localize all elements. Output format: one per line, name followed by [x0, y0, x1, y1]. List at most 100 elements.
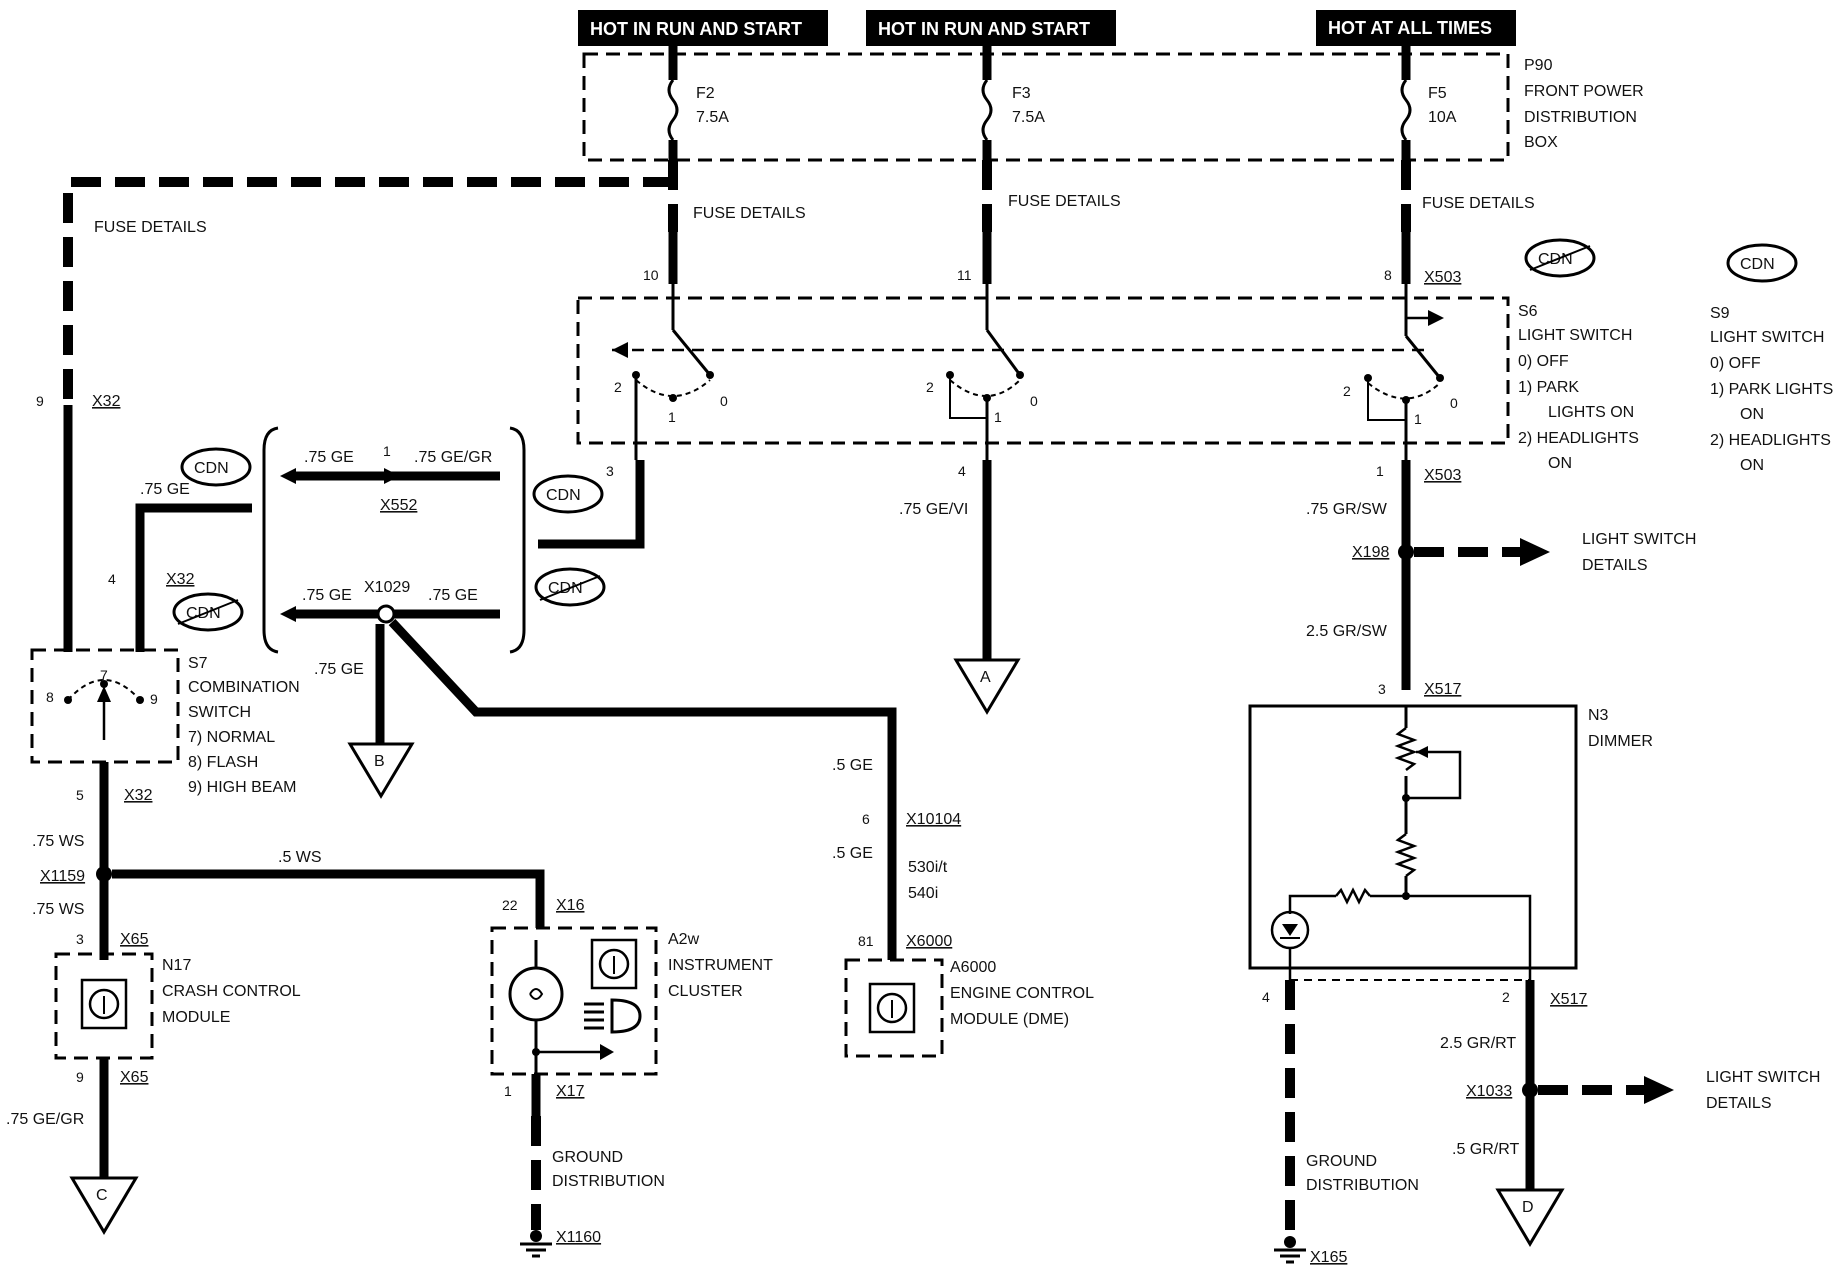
n17-conn-in: X65 [120, 931, 149, 948]
s6-title: LIGHT SWITCH [1518, 327, 1632, 344]
ground-left-line1: GROUND [552, 1149, 623, 1166]
s7-pin-9: 9 [36, 393, 44, 409]
a6000-wire-a: .5 GE [832, 757, 873, 774]
n3-pin-in: 3 [1378, 681, 1386, 697]
cdn-mark-left-2: CDN [172, 592, 244, 632]
ground-left-line2: DISTRIBUTION [552, 1173, 665, 1190]
n3-pin-gnd: 4 [1262, 989, 1270, 1005]
fuse-details-f2-label: FUSE DETAILS [693, 205, 806, 222]
n17-wire-out: .75 GE/GR [6, 1111, 84, 1128]
right-output-wire-a: 2.5 GR/RT [1440, 1035, 1516, 1052]
s6-opt0: 0) OFF [1518, 353, 1569, 370]
connector-b: B [347, 742, 415, 799]
fuse-details-f3-label: FUSE DETAILS [1008, 193, 1121, 210]
splice-x1033-label: X1033 [1466, 1083, 1512, 1100]
s6-opt2b: ON [1548, 455, 1572, 472]
s6-s2-pos0: 0 [1030, 393, 1038, 409]
x552-id: X552 [380, 497, 417, 514]
connector-d-label: D [1522, 1199, 1534, 1216]
s9-id: S9 [1710, 305, 1730, 322]
a2w-conn-in: X16 [556, 897, 585, 914]
a6000-pin-b: 81 [858, 933, 874, 949]
s6-connector-top: X503 [1424, 269, 1461, 286]
banner-f3-text: HOT IN RUN AND START [878, 19, 1090, 39]
wire-to-s7-pin4 [135, 503, 252, 572]
s6-s3-pos0: 0 [1450, 395, 1458, 411]
ground-right-id: X165 [1310, 1249, 1347, 1266]
n17-name-1: CRASH CONTROL [162, 983, 301, 1000]
fuse-details-left-label: FUSE DETAILS [94, 219, 207, 236]
connector-c: C [69, 1176, 139, 1235]
right-wire-b: 2.5 GR/SW [1306, 623, 1388, 640]
splice-x1159-dot [96, 866, 112, 882]
splice-x1033-dot [1522, 1082, 1538, 1098]
fuse-box-id: P90 [1524, 57, 1553, 74]
s7-pin-4: 4 [108, 571, 116, 587]
n17-pin-out: 9 [76, 1069, 84, 1085]
a2w-name-2: CLUSTER [668, 983, 743, 1000]
ground-right-line1: GROUND [1306, 1153, 1377, 1170]
s6-opt1a: 1) PARK [1518, 379, 1579, 396]
s7-pos8: 8 [46, 689, 54, 705]
s6-pin-out-2: 4 [958, 463, 966, 479]
fuse-f3-rating: 7.5A [1012, 109, 1045, 126]
s7-name-2: SWITCH [188, 704, 251, 721]
a6000-wire-b: .5 GE [832, 845, 873, 862]
s7-pos7: 7 [100, 667, 108, 683]
fuse-f5-rating: 10A [1428, 109, 1457, 126]
x1159-wire-below: .75 WS [32, 901, 84, 918]
s7-wire-in: .75 GE [140, 481, 190, 498]
details-2-line1: LIGHT SWITCH [1706, 1069, 1820, 1086]
s6-s2-pos1: 1 [994, 409, 1002, 425]
a2w-conn-out: X17 [556, 1083, 585, 1100]
s9-opt1a: 1) PARK LIGHTS [1710, 381, 1833, 398]
details-1-line1: LIGHT SWITCH [1582, 531, 1696, 548]
s6-pin-in-3: 8 [1384, 267, 1392, 283]
x1029-down-wire: .75 GE [314, 661, 364, 678]
banner-f5-text: HOT AT ALL TIMES [1328, 18, 1492, 38]
s6-section-2: 2 1 0 [926, 284, 1038, 460]
bracket-left [262, 426, 279, 654]
s7-id: S7 [188, 655, 208, 672]
s6-pin-out-1: 3 [606, 463, 614, 479]
cdn-mark-top-2: CDN [1726, 243, 1798, 283]
n17-conn-out: X65 [120, 1069, 149, 1086]
light-switch-details-arrow-1 [1520, 538, 1550, 566]
x1029-right-wire: .75 GE [428, 587, 478, 604]
a6000-id: A6000 [950, 959, 996, 976]
light-switch-details-arrow-2 [1644, 1076, 1674, 1104]
s6-section-1: 2 1 0 [614, 284, 728, 460]
banner-f3: HOT IN RUN AND START [866, 10, 1116, 46]
bracket-right [509, 426, 526, 654]
right-wire-a: .75 GR/SW [1306, 501, 1388, 518]
s6-section-3: 2 1 0 [1343, 284, 1458, 460]
fuse-box-outline [582, 52, 1510, 162]
s7-pos9: 9 [150, 691, 158, 707]
s7-opt8: 8) FLASH [188, 754, 258, 771]
x1159-id: X1159 [40, 868, 85, 885]
splice-x198-label: X198 [1352, 544, 1389, 561]
a6000-name-2: MODULE (DME) [950, 1011, 1069, 1028]
a6000-pin-a: 6 [862, 811, 870, 827]
n17-pin-in: 3 [76, 931, 84, 947]
s6-s1-pos0: 0 [720, 393, 728, 409]
s6-pin-in-2: 11 [957, 267, 972, 283]
s9-opt1b: ON [1740, 406, 1764, 423]
a2w-name-1: INSTRUMENT [668, 957, 773, 974]
s6-pin-in-1: 10 [643, 267, 659, 283]
banner-f2: HOT IN RUN AND START [578, 10, 828, 46]
details-1-line2: DETAILS [1582, 557, 1648, 574]
s7-conn-c: X32 [124, 787, 153, 804]
s6-connector-bottom: X503 [1424, 467, 1461, 484]
connector-c-label: C [96, 1187, 108, 1204]
fuse-f2-rating: 7.5A [696, 109, 729, 126]
s9-opt2b: ON [1740, 457, 1764, 474]
engine-module-symbol-icon [868, 982, 916, 1034]
a6000-conn-b: X6000 [906, 933, 952, 950]
connector-a: A [953, 658, 1021, 715]
a2w-pin-in: 22 [502, 897, 518, 913]
s6-s3-pos2: 2 [1343, 383, 1351, 399]
s6-s1-pos1: 1 [668, 409, 676, 425]
s7-conn-a: X32 [92, 393, 121, 410]
s6-pin-out-3: 1 [1376, 463, 1384, 479]
